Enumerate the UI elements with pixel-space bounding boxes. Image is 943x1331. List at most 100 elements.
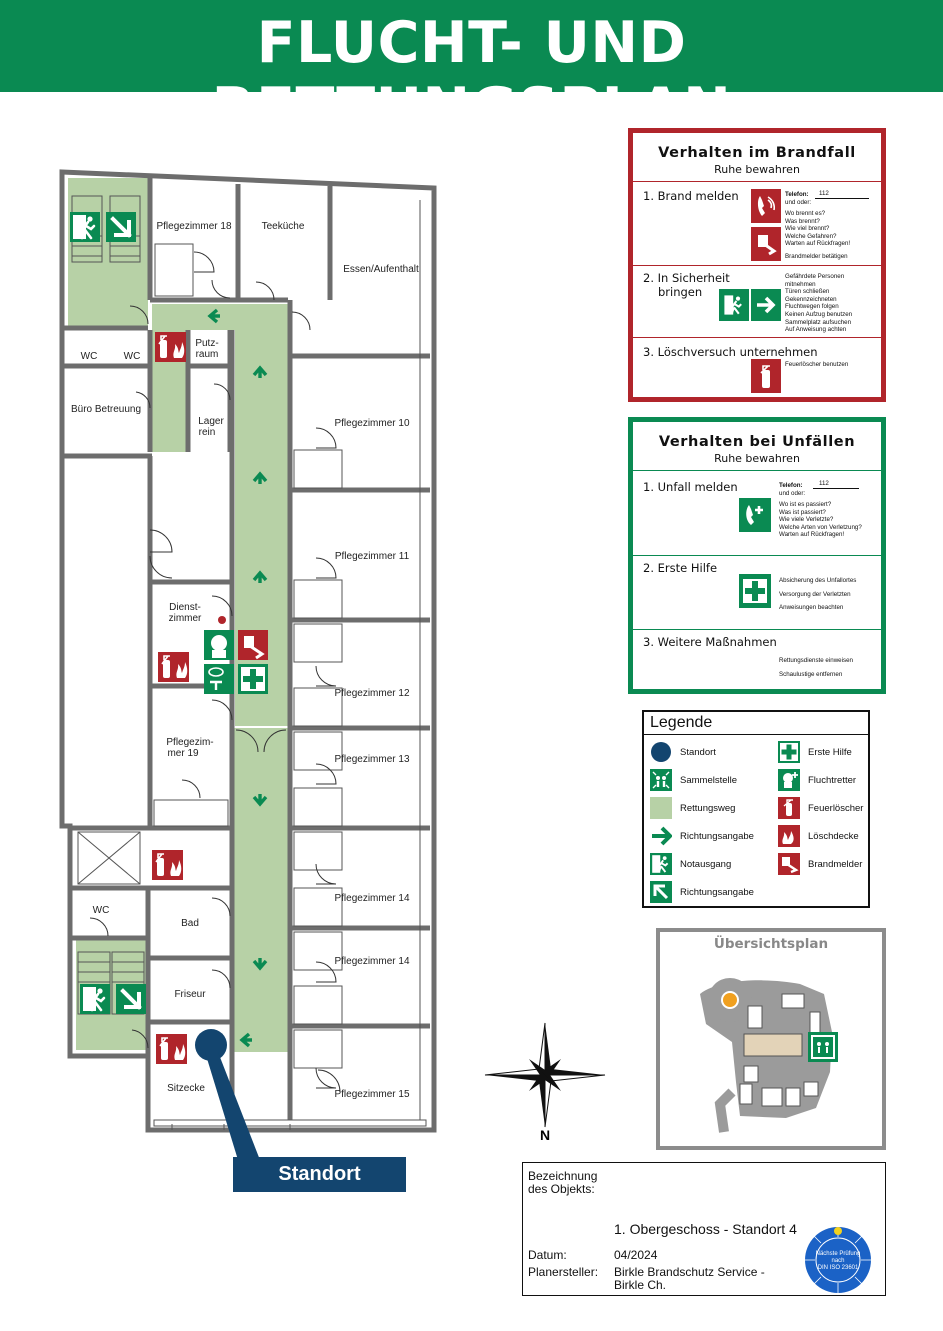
arrow-right-icon: [751, 289, 781, 321]
detail-line: Rettungsdienste einweisen: [779, 657, 853, 664]
brandfall-step2-details: Gefährdete Personen mitnehmen Türen schl…: [785, 273, 852, 334]
detail-line: Sammelplatz aufsuchen: [785, 318, 852, 326]
detail-line: Welche Gefahren?: [785, 232, 837, 240]
unfall-subtitle: Ruhe bewahren: [714, 452, 800, 465]
detail-line: Schaulustige entfernen: [779, 670, 843, 678]
label-date: Datum:: [528, 1248, 567, 1262]
legend-item-erste-hilfe: Erste Hilfe: [778, 741, 852, 763]
standort-marker: [195, 1029, 260, 1160]
legend-label: Fluchtretter: [808, 774, 857, 786]
eye-wash-icon: [204, 664, 234, 694]
first-aid-icon: [739, 574, 771, 608]
door-swings: [89, 251, 341, 1093]
seal-text: Nächste Prüfung: [816, 1251, 861, 1257]
detail-line: Wie viel brennt?: [785, 225, 830, 233]
legend-item-loeschdecke: Löschdecke: [778, 825, 859, 847]
room-pflegezimmer-19-1: Pflegezim-: [166, 737, 213, 748]
room-essen: Essen/Aufenthalt: [343, 264, 419, 275]
room-buero: Büro Betreuung: [71, 404, 141, 415]
detail-line: Fluchtwegen folgen: [785, 303, 839, 311]
legend-label: Standort: [680, 746, 716, 758]
escape-hood-icon: [204, 630, 234, 660]
room-bad: Bad: [181, 918, 199, 929]
fire-blanket-icon: [778, 825, 800, 847]
detail-line: Was ist passiert?: [779, 508, 826, 516]
unfall-phone-or: und oder:: [779, 490, 806, 497]
emergency-exit-icon: [650, 853, 672, 875]
detail-line: Gekennzeichneten: [785, 295, 837, 303]
arrow-right-icon: [650, 825, 672, 847]
legend-item-notausgang: Notausgang: [650, 853, 731, 875]
legend-label: Rettungsweg: [680, 802, 736, 814]
legend-label: Brandmelder: [808, 858, 863, 870]
brandfall-alarm-text: Brandmelder betätigen: [785, 253, 848, 260]
assembly-point-icon: [650, 769, 672, 791]
room-pflegezimmer-14a: Pflegezimmer 14: [334, 893, 409, 904]
room-wc-1: WC: [81, 351, 98, 362]
unfall-step-3: 3. Weitere Maßnahmen: [643, 635, 777, 649]
unfall-step-1: 1. Unfall melden: [643, 480, 738, 494]
room-dienstzimmer-1: Dienst-: [169, 602, 201, 613]
room-pflegezimmer-12: Pflegezimmer 12: [334, 688, 409, 699]
fire-phone-icon: [751, 189, 781, 223]
fire-alarm-icon: [238, 630, 268, 660]
emergency-exit-icon: [68, 210, 112, 1016]
legend-label: Erste Hilfe: [808, 746, 852, 758]
legend-label: Löschdecke: [808, 830, 859, 842]
room-pflegezimmer-10: Pflegezimmer 10: [334, 418, 409, 429]
detail-line: Türen schließen: [785, 288, 830, 296]
brandfall-phone-or: und oder:: [785, 199, 812, 206]
header-banner: FLUCHT- UND RETTUNGSPLAN: [0, 0, 943, 142]
legend-item-brandmelder: Brandmelder: [778, 853, 862, 875]
label-object-2: des Objekts:: [528, 1182, 595, 1196]
brandfall-subtitle: Ruhe bewahren: [714, 163, 800, 176]
plan-date: 04/2024: [614, 1248, 658, 1262]
fire-alarm-icon: [778, 853, 800, 875]
fire-alarm-point-icon: [218, 616, 226, 624]
legend-label: Richtungsangabe: [680, 886, 754, 898]
unfall-panel: Verhalten bei Unfällen Ruhe bewahren 1. …: [628, 417, 886, 694]
emergency-phone-icon: [739, 498, 771, 532]
fire-extinguisher-icon: [751, 359, 781, 393]
unfall-phone-label: Telefon:: [779, 482, 803, 489]
detail-line: Versorgung der Verletzten: [779, 590, 851, 598]
legend: Legende Standort Erste Hilfe Sammelstell…: [642, 710, 870, 908]
brandfall-phone-number: 112: [819, 190, 829, 197]
room-pflegezimmer-14b: Pflegezimmer 14: [334, 956, 409, 967]
room-putzraum-2: raum: [196, 349, 219, 360]
room-wc-3: WC: [93, 905, 110, 916]
room-teekueche: Teeküche: [262, 221, 305, 232]
detail-line: Warten auf Rückfragen!: [779, 531, 845, 539]
assembly-point-icon: [808, 1032, 838, 1062]
compass-north-label: N: [540, 1127, 550, 1143]
room-pflegezimmer-19-2: mer 19: [167, 748, 199, 759]
fire-extinguisher-icon: [778, 797, 800, 819]
brandfall-step3-detail: Feuerlöscher benutzen: [785, 361, 849, 368]
title-block: Bezeichnung des Objekts: 1. Obergeschoss…: [522, 1162, 886, 1296]
room-sitzecke: Sitzecke: [167, 1083, 205, 1094]
room-pflegezimmer-15: Pflegezimmer 15: [334, 1089, 409, 1100]
legend-item-sammelstelle: Sammelstelle: [650, 769, 737, 791]
unfall-phone-number: 112: [819, 480, 829, 487]
label-planner: Planersteller:: [528, 1265, 599, 1279]
inspection-seal-icon: Nächste Prüfung nach DIN ISO 23601: [805, 1227, 871, 1293]
legend-item-standort: Standort: [650, 741, 716, 763]
standort-callout: Standort: [233, 1157, 406, 1192]
planner-name-2: Birkle Ch.: [614, 1278, 667, 1292]
unfall-step1-details: Wo ist es passiert? Was ist passiert? Wi…: [779, 501, 862, 539]
room-friseur: Friseur: [174, 989, 206, 1000]
overview-map-drawing: [700, 978, 838, 1133]
detail-line: Keinen Aufzug benutzen: [785, 310, 853, 318]
room-lager-1: Lager: [198, 416, 224, 427]
brandfall-step-2a: 2. In Sicherheit: [643, 271, 730, 285]
brandfall-phone-label: Telefon:: [785, 191, 809, 198]
detail-line: Welche Arten von Verletzung?: [779, 523, 862, 531]
room-wc-2: WC: [124, 351, 141, 362]
detail-line: Was brennt?: [785, 217, 820, 225]
seal-text: nach: [831, 1258, 844, 1264]
legend-label: Notausgang: [680, 858, 732, 870]
seal-text: DIN ISO 23601: [818, 1265, 859, 1271]
detail-line: Auf Anweisung achten: [785, 326, 847, 334]
standort-marker: [723, 993, 737, 1007]
planner-name-1: Birkle Brandschutz Service -: [614, 1265, 765, 1279]
